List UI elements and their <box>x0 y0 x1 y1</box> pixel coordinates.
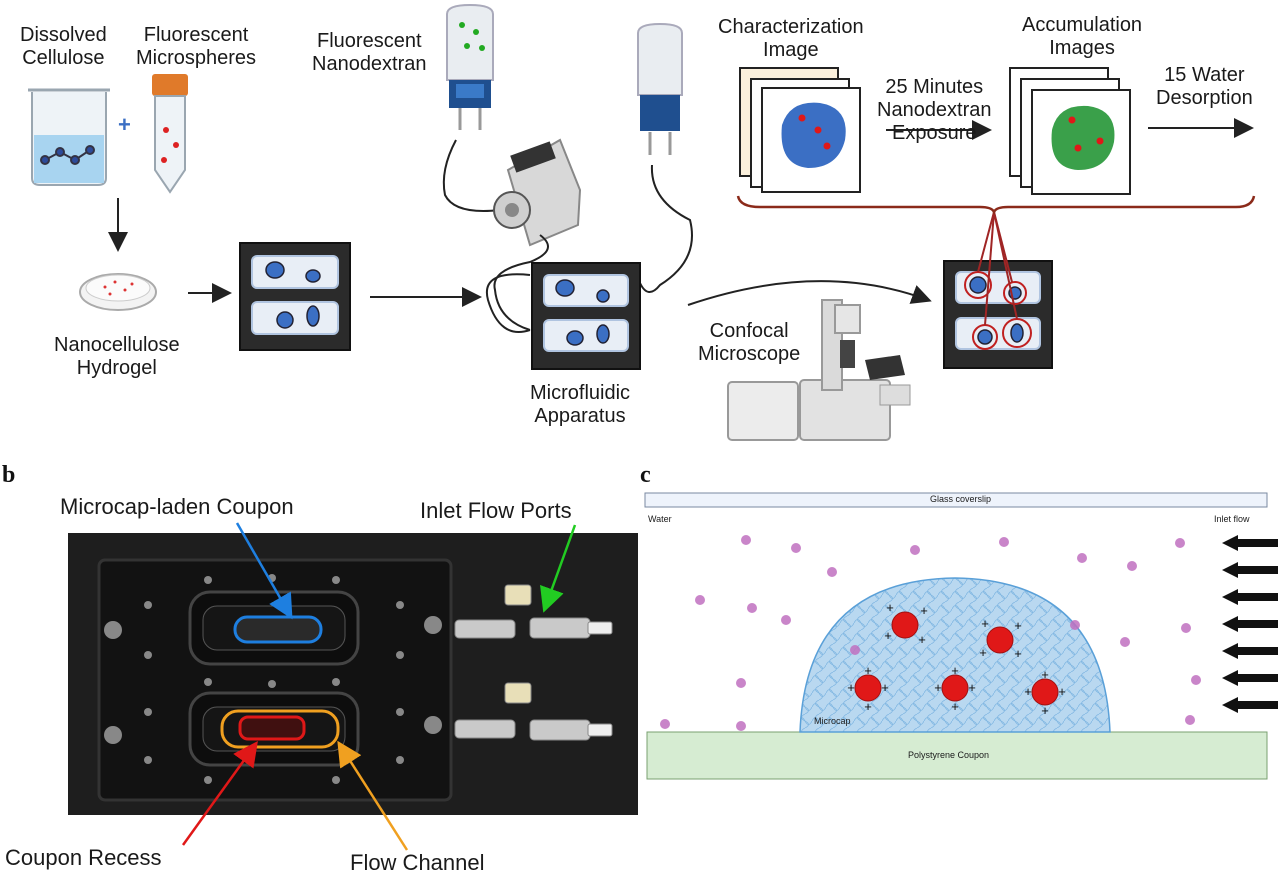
svg-text:+: + <box>981 616 989 631</box>
microfluidic-device-photo <box>68 533 638 815</box>
svg-text:+: + <box>951 663 959 678</box>
label-polystyrene-coupon: Polystyrene Coupon <box>908 750 990 760</box>
svg-text:+: + <box>918 632 926 647</box>
svg-text:+: + <box>920 603 928 618</box>
svg-text:+: + <box>864 699 872 714</box>
label-nanocellulose-hydrogel: Nanocellulose Hydrogel <box>54 334 180 379</box>
characterization-image-stack <box>739 67 861 193</box>
label-water-desorption: 15 Water Desorption <box>1156 64 1253 109</box>
label-confocal-microscope: Confocal Microscope <box>698 320 801 365</box>
svg-text:+: + <box>1058 684 1066 699</box>
label-inlet-flow: Inlet flow <box>1214 514 1250 524</box>
svg-text:+: + <box>934 680 942 695</box>
imaged-coupon <box>943 211 1053 369</box>
svg-text:+: + <box>881 680 889 695</box>
nanodextran-bottle-icon <box>442 3 501 212</box>
svg-text:+: + <box>864 663 872 678</box>
label-fluorescent-nanodextran: Fluorescent Nanodextran <box>312 30 427 75</box>
outflow-bottle-icon <box>637 22 693 293</box>
accumulation-image-stack <box>1009 67 1131 195</box>
beaker-icon <box>28 88 110 186</box>
svg-text:+: + <box>951 699 959 714</box>
label-microcap-coupon: Microcap-laden Coupon <box>60 494 294 519</box>
confocal-microscope-icon <box>727 299 911 441</box>
label-flow-channel: Flow Channel <box>350 850 485 875</box>
petri-dish-icon <box>79 273 157 311</box>
svg-text:+: + <box>1041 667 1049 682</box>
svg-text:+: + <box>968 680 976 695</box>
svg-text:+: + <box>979 645 987 660</box>
svg-text:+: + <box>847 680 855 695</box>
svg-text:+: + <box>1041 703 1049 718</box>
svg-text:+: + <box>1024 684 1032 699</box>
peristaltic-pump-icon <box>493 138 582 331</box>
label-characterization-image: Characterization Image <box>718 16 864 61</box>
svg-text:+: + <box>886 600 894 615</box>
label-accumulation-images: Accumulation Images <box>1022 14 1143 59</box>
label-inlet-flow-ports: Inlet Flow Ports <box>420 498 572 523</box>
label-coupon-recess: Coupon Recess <box>5 845 162 870</box>
hydrogel-coupon-1 <box>239 242 351 351</box>
plus-sign: + <box>118 112 131 137</box>
label-dissolved-cellulose: Dissolved Cellulose <box>20 24 107 69</box>
falcon-tube-icon <box>152 74 188 194</box>
label-microcap: Microcap <box>814 716 851 726</box>
panel-c-letter: c <box>640 462 651 488</box>
svg-text:+: + <box>884 628 892 643</box>
label-glass-coverslip: Glass coverslip <box>930 494 992 504</box>
microfluidic-apparatus-icon <box>531 262 641 370</box>
svg-text:+: + <box>1014 618 1022 633</box>
label-exposure: 25 Minutes Nanodextran Exposure <box>877 76 992 144</box>
panel-b-letter: b <box>2 462 16 488</box>
label-water: Water <box>648 514 672 524</box>
brace <box>736 195 1256 216</box>
panel-c-diagram: + + + + + + + + + + + + + + + + + + + + <box>644 492 1278 780</box>
label-fluorescent-microspheres: Fluorescent Microspheres <box>136 24 257 69</box>
label-microfluidic-apparatus: Microfluidic Apparatus <box>530 382 631 427</box>
svg-text:+: + <box>1014 646 1022 661</box>
